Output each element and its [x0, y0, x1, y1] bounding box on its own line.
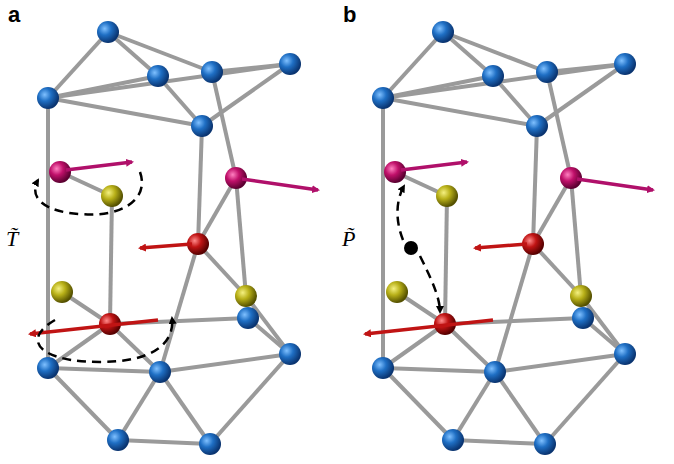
symmetry-label: T̃: [6, 228, 18, 250]
unit-cell: [365, 21, 653, 455]
panel-label: a: [8, 4, 20, 26]
panel-label: b: [343, 4, 356, 26]
symmetry-label: P̃: [342, 228, 355, 250]
inversion-center: [397, 186, 440, 312]
unit-cell: [30, 21, 318, 455]
rotation-path: [35, 172, 172, 362]
